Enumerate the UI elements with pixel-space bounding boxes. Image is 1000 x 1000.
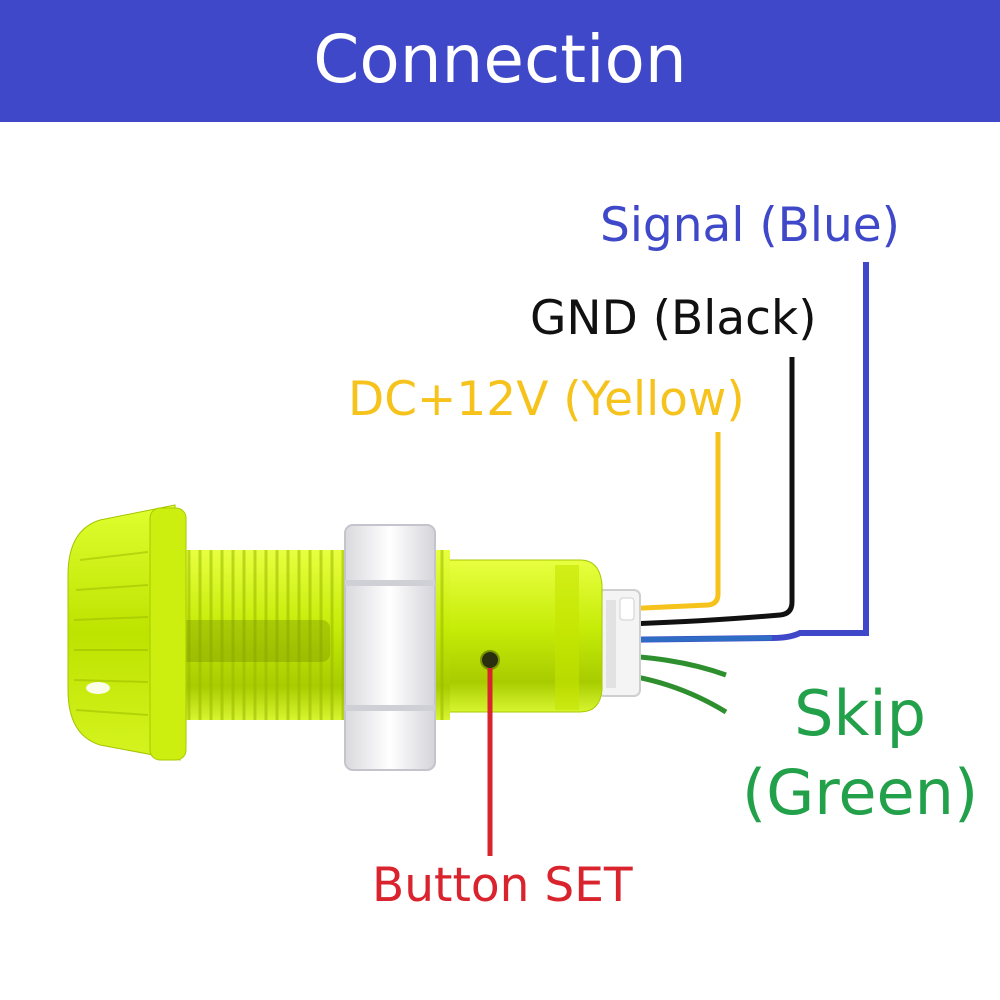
signal-label: Signal (Blue) [600,198,900,253]
page-title: Connection [313,21,687,98]
nut [344,524,436,771]
skip-label: Skip (Green) [742,674,978,833]
button-set-label: Button SET [372,858,633,913]
title-banner: Connection [0,0,1000,122]
skip-label-line1: Skip [794,677,926,750]
wire-dc [599,432,721,613]
wire-gnd [599,357,795,628]
connector [597,589,641,697]
gnd-label: GND (Black) [530,291,817,346]
skip-label-line2: (Green) [742,756,979,830]
wire-signal [599,262,869,643]
dc-label: DC+12V (Yellow) [348,372,745,427]
set-button-hole [480,650,500,670]
